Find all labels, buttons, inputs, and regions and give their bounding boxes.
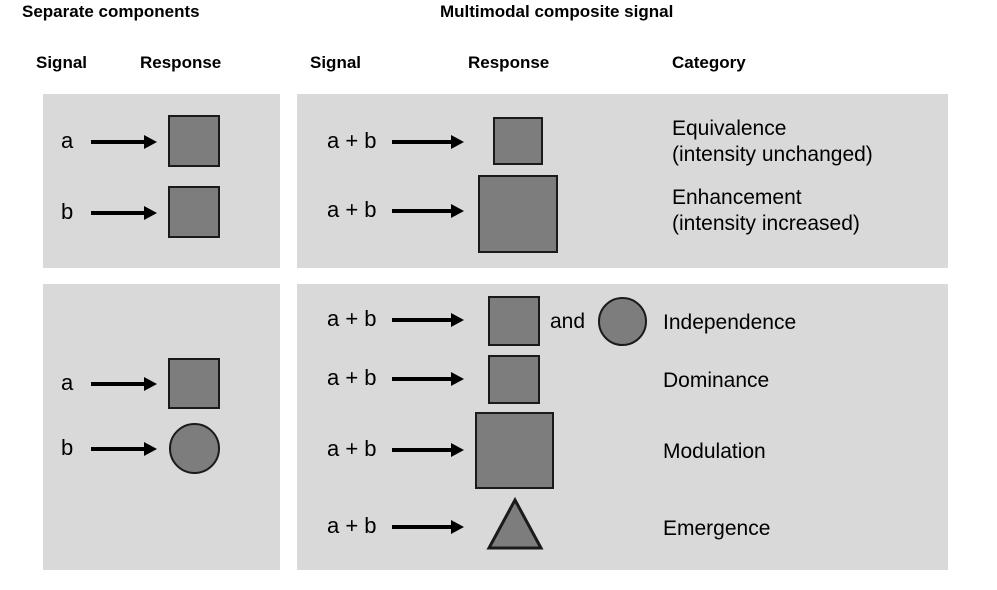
signal-label: a + b <box>327 365 377 390</box>
category-label: Emergence <box>663 517 771 540</box>
category-label: Independence <box>663 311 797 334</box>
category-label: Enhancement <box>672 186 802 209</box>
category-label: Equivalence <box>672 117 787 140</box>
response-shape-square <box>488 296 540 346</box>
signal-label: a <box>61 128 74 153</box>
response-shape-square <box>488 355 540 404</box>
column-header-response-left: Response <box>140 53 222 72</box>
response-shape-square <box>168 358 220 409</box>
response-shape-square <box>478 175 558 253</box>
panel-multimodal-interaction-categories: a + b and Independence a + b Dominance a… <box>297 284 948 570</box>
signal-label: b <box>61 199 74 224</box>
category-detail-label: (intensity unchanged) <box>672 143 873 166</box>
response-shape-square <box>168 186 220 238</box>
signal-label: a <box>61 370 74 395</box>
column-header-signal-right: Signal <box>310 53 362 72</box>
category-label: Dominance <box>663 369 770 392</box>
signal-label: a + b <box>327 513 377 538</box>
column-header-signal-left: Signal <box>36 53 88 72</box>
panel-separate-components-unimodal: a b <box>43 94 280 268</box>
column-header-category: Category <box>672 53 746 72</box>
response-shape-circle <box>598 297 647 346</box>
panel-multimodal-equivalence-enhancement: a + b Equivalence (intensity unchanged) … <box>297 94 948 268</box>
category-detail-label: (intensity increased) <box>672 212 860 235</box>
response-shape-square <box>493 117 543 165</box>
response-shape-circle <box>169 423 220 474</box>
response-shape-square <box>475 412 554 489</box>
heading-separate-components: Separate components <box>22 2 200 21</box>
heading-multimodal-composite-signal: Multimodal composite signal <box>440 2 674 21</box>
signal-label: a + b <box>327 197 377 222</box>
category-label: Modulation <box>663 440 766 463</box>
column-header-response-right: Response <box>468 53 550 72</box>
signal-label: a + b <box>327 128 377 153</box>
conjunction-label: and <box>550 310 586 333</box>
signal-label: a + b <box>327 306 377 331</box>
response-shape-triangle <box>486 497 544 551</box>
signal-label: b <box>61 435 74 460</box>
response-shape-square <box>168 115 220 167</box>
signal-label: a + b <box>327 436 377 461</box>
panel-separate-components-crossmodal: a b <box>43 284 280 570</box>
